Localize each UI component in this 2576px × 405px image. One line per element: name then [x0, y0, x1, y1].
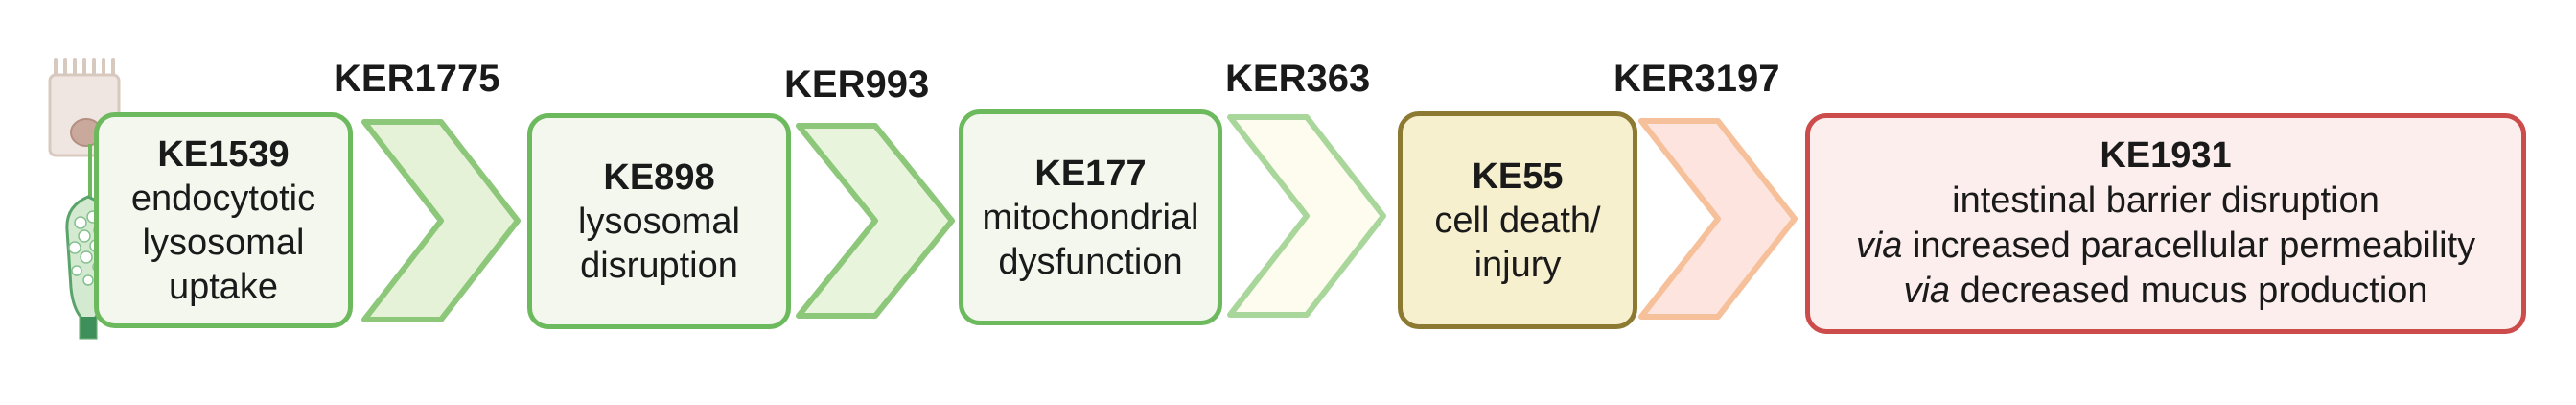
ker993-label: KER993 — [784, 63, 930, 106]
ke1931-line-2-rest: increased paracellular permeability — [1912, 226, 2476, 266]
ke1539-line-2: lysosomal — [142, 222, 305, 263]
ke898-id: KE898 — [603, 156, 715, 198]
ker3197-label: KER3197 — [1613, 58, 1780, 100]
ke177-id: KE177 — [1034, 153, 1147, 194]
ke898-line-1: lysosomal — [578, 201, 740, 242]
ker363-label: KER363 — [1225, 58, 1371, 100]
ke1539-line-1: endocytotic — [130, 178, 316, 219]
ker993-arrow — [796, 123, 955, 319]
ke1539-line-3: uptake — [168, 266, 279, 307]
ke1931-box: KE1931 intestinal barrier disruption via… — [1805, 113, 2526, 334]
ke1931-id: KE1931 — [2100, 135, 2232, 176]
ke1931-via-1: via — [1855, 226, 1903, 266]
ke898-box: KE898 lysosomal disruption — [527, 113, 791, 329]
ke55-box: KE55 cell death/ injury — [1398, 111, 1637, 329]
ker3197-arrow — [1638, 118, 1798, 320]
ke1931-line-3-rest: decreased mucus production — [1960, 271, 2428, 311]
ke1931-via-2: via — [1903, 271, 1951, 311]
ke55-line-2: injury — [1474, 244, 1562, 285]
ker1775-label: KER1775 — [334, 58, 500, 100]
ker1775-arrow — [361, 119, 521, 322]
ke55-id: KE55 — [1472, 155, 1564, 197]
ker363-arrow — [1227, 114, 1386, 318]
ke898-line-2: disruption — [580, 245, 738, 286]
ke1931-line-1: intestinal barrier disruption — [1952, 180, 2379, 221]
ke1539-box: KE1539 endocytotic lysosomal uptake — [94, 112, 353, 328]
ke177-box: KE177 mitochondrial dysfunction — [959, 109, 1222, 325]
ke1931-line-3: via decreased mucus production — [1903, 269, 2427, 314]
ke177-line-2: dysfunction — [998, 241, 1183, 282]
ke1539-id: KE1539 — [157, 133, 290, 175]
ke177-line-1: mitochondrial — [982, 197, 1199, 238]
ke1931-line-2: via increased paracellular permeability — [1856, 224, 2475, 269]
ke55-line-1: cell death/ — [1434, 200, 1601, 241]
